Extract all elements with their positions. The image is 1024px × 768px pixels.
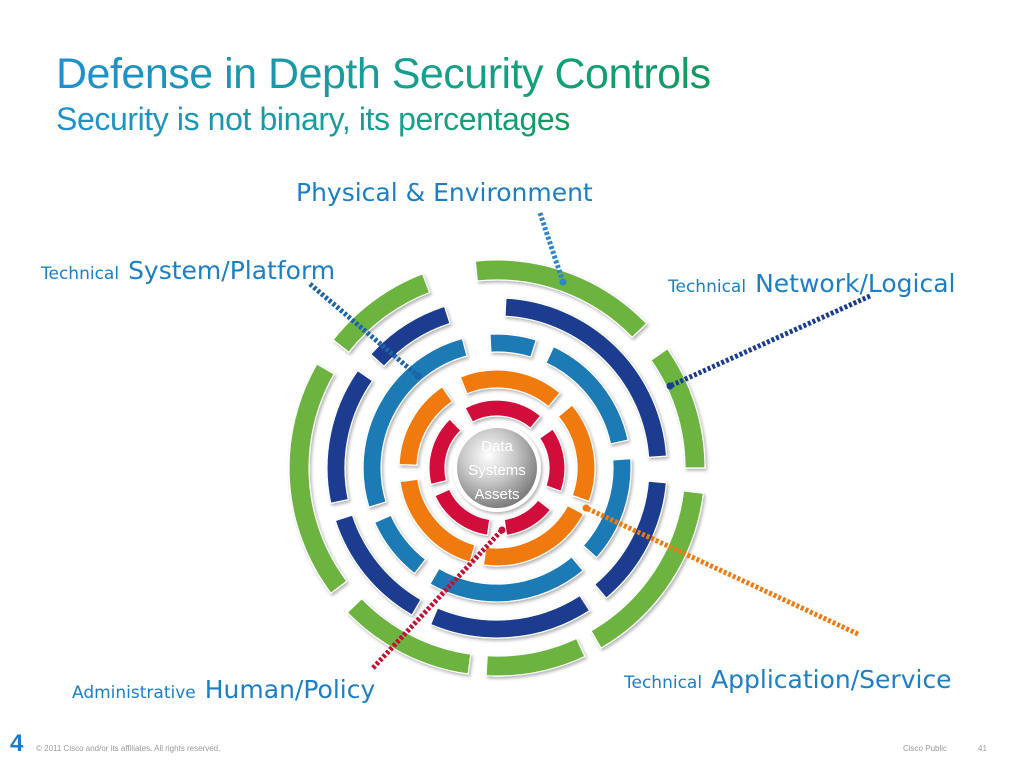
label-system-name: System/Platform (128, 256, 336, 285)
leader-dot-physical (559, 278, 567, 286)
label-human-category: Administrative (72, 683, 196, 703)
ring-physical-segment (332, 273, 431, 354)
ring-network-segment (326, 369, 374, 505)
core-circle: Data Systems Assets (453, 424, 541, 512)
ring-network-segment (593, 480, 668, 600)
label-application-category: Technical (624, 673, 703, 693)
ring-application-segment (557, 404, 596, 503)
label-physical-name: Physical & Environment (296, 178, 593, 207)
leader-dot-application (582, 504, 590, 512)
ring-system-segment (545, 345, 629, 445)
core-line-2: Systems (468, 462, 526, 479)
leader-dot-network (666, 382, 674, 390)
label-network-name: Network/Logical (755, 269, 956, 298)
ring-human-segment (503, 499, 552, 536)
ring-human-segment (428, 418, 462, 486)
leader-dot-system (414, 372, 422, 380)
ring-network-segment (334, 514, 422, 617)
ring-network-segment (369, 305, 451, 368)
page-number-large: 4 (10, 730, 24, 757)
footer-copyright: © 2011 Cisco and/or its affiliates. All … (36, 744, 221, 753)
ring-physical-segment (474, 259, 648, 339)
page-title: Defense in Depth Security Controls (56, 50, 711, 98)
ring-application-segment (398, 385, 454, 466)
leader-line-system (308, 282, 420, 378)
label-network-logical: Technical Network/Logical (668, 269, 955, 298)
label-network-category: Technical (668, 277, 747, 297)
ring-physical-segment (346, 597, 472, 675)
ring-human-segment (464, 399, 542, 430)
core-line-1: Data (481, 438, 513, 455)
ring-physical-segment (650, 347, 706, 469)
label-human-name: Human/Policy (204, 675, 376, 704)
ring-application-segment (482, 504, 585, 567)
footer-classification: Cisco Public (903, 744, 948, 753)
core-line-3: Assets (474, 486, 519, 503)
ring-system-segment (489, 333, 537, 358)
leader-line-human (371, 528, 504, 670)
ring-physical-segment (590, 490, 705, 649)
ring-system-segment (373, 514, 427, 575)
ring-human-segment (538, 428, 566, 493)
label-human-policy: Administrative Human/Policy (72, 675, 375, 704)
ring-physical-segment (485, 637, 586, 677)
leader-dot-human (498, 526, 506, 534)
label-physical-environment: Physical & Environment (296, 178, 593, 207)
label-application-name: Application/Service (711, 665, 952, 694)
ring-application-segment (399, 478, 476, 563)
leader-lines (308, 212, 872, 670)
ring-system-segment (429, 556, 584, 603)
ring-application-segment (459, 369, 561, 408)
ring-network-segment (429, 594, 591, 639)
rings-group (288, 259, 706, 677)
ring-system-segment (582, 458, 632, 559)
label-application-service: Technical Application/Service (624, 665, 952, 694)
page-subtitle: Security is not binary, its percentages (56, 101, 570, 137)
ring-physical-segment (288, 363, 348, 595)
footer-page-number: 41 (978, 744, 987, 753)
ring-network-segment (504, 297, 668, 459)
label-system-category: Technical (41, 264, 120, 284)
leader-line-network (668, 293, 872, 389)
ring-human-segment (434, 488, 491, 536)
leader-line-physical (537, 212, 566, 283)
label-system-platform: Technical System/Platform (41, 256, 335, 285)
